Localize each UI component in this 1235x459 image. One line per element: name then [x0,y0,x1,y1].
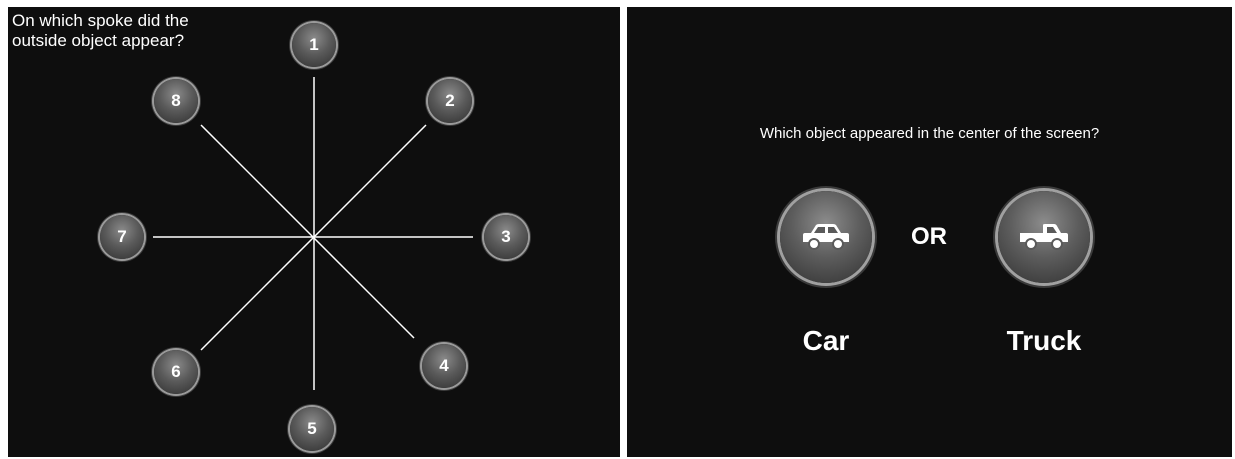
car-option-label: Car [802,325,850,356]
spoke-question-text: On which spoke did the outside object ap… [12,11,189,50]
object-question-text: Which object appeared in the center of t… [759,125,1100,142]
spoke-button-3[interactable]: 3 [484,215,528,259]
spoke-diagram [153,77,473,390]
object-question-panel: Which object appeared in the center of t… [627,7,1232,457]
spoke-button-5[interactable]: 5 [290,407,334,451]
spoke-line-diagonal-8-4 [200,124,415,339]
truck-option-button[interactable] [998,191,1090,283]
spoke-button-1[interactable]: 1 [292,23,336,67]
truck-icon [1020,224,1068,250]
spoke-button-8[interactable]: 8 [154,79,198,123]
spoke-button-2[interactable]: 2 [428,79,472,123]
truck-option-label: Truck [1006,325,1082,356]
spoke-button-6[interactable]: 6 [154,350,198,394]
spoke-question-panel: On which spoke did the outside object ap… [8,7,620,457]
or-separator: OR [911,223,947,250]
spoke-button-7[interactable]: 7 [100,215,144,259]
spoke-button-4[interactable]: 4 [422,344,466,388]
car-icon [803,224,849,250]
car-option-button[interactable] [780,191,872,283]
